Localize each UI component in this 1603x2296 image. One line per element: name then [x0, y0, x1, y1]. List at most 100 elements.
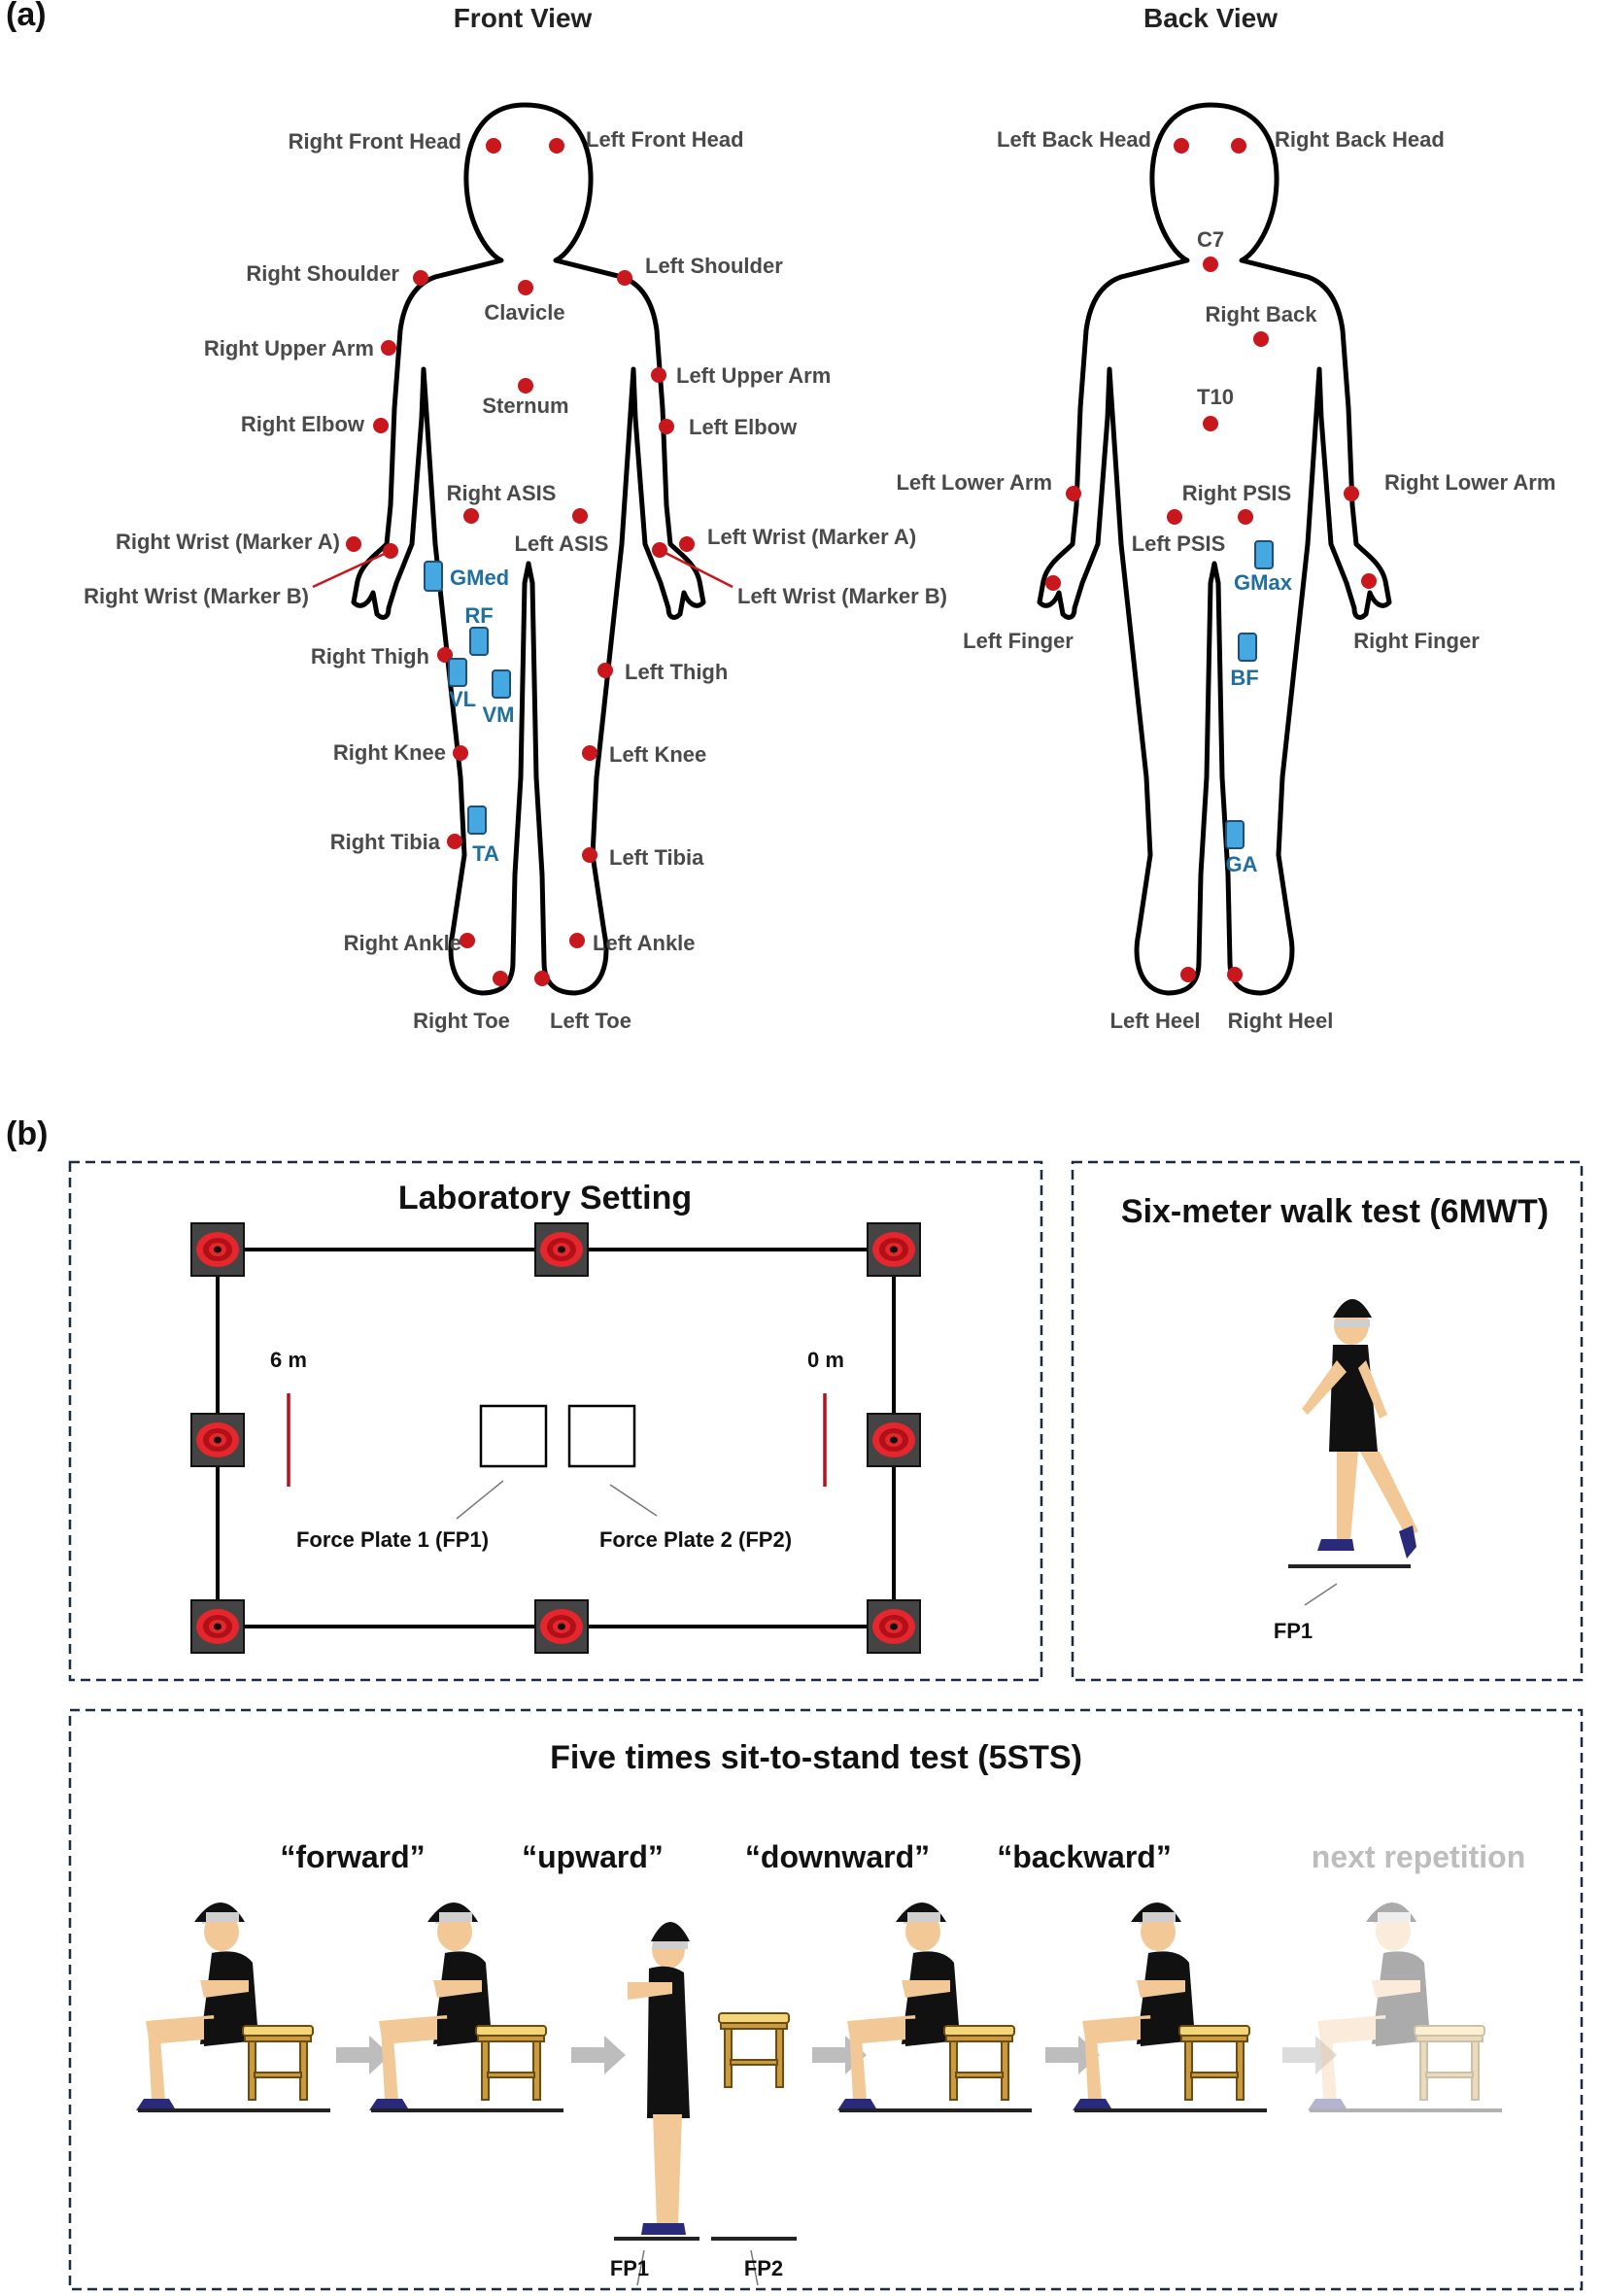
sensor-label-gmax: GMax: [1234, 570, 1293, 595]
sensor-label-bf: BF: [1230, 666, 1258, 690]
label-c7: C7: [1197, 227, 1224, 252]
camera-bottom-left: [190, 1599, 245, 1654]
label-right-wrist-b: Right Wrist (Marker B): [84, 584, 309, 608]
fp2-leader: [609, 1484, 658, 1517]
fp2-label: Force Plate 2 (FP2): [599, 1527, 792, 1552]
marker-t10: [1203, 416, 1218, 431]
sensor-ga: [1225, 820, 1245, 849]
sensor-ta: [467, 805, 487, 835]
marker-left-tibia: [582, 847, 597, 863]
sts-test-title: Five times sit-to-stand test (5STS): [550, 1739, 1082, 1776]
lab-setting-box: [68, 1160, 1043, 1682]
marker-right-heel: [1227, 967, 1243, 982]
marker-right-toe: [493, 971, 508, 986]
camera-bottom-right: [867, 1599, 921, 1654]
sts-fp1-label: FP1: [610, 2256, 649, 2280]
marker-left-ankle: [569, 933, 585, 948]
marker-left-finger: [1045, 575, 1061, 591]
sts-fp2-label: FP2: [744, 2256, 783, 2280]
marker-right-knee: [453, 745, 468, 761]
force-plate-1: [479, 1404, 548, 1468]
camera-middle-right: [867, 1413, 921, 1467]
label-left-back-head: Left Back Head: [997, 127, 1151, 152]
front-sensors: [424, 561, 511, 835]
sensor-vm: [492, 669, 511, 699]
sensor-label-vl: VL: [449, 687, 476, 711]
label-right-wrist-a: Right Wrist (Marker A): [116, 530, 340, 554]
label-left-upper-arm: Left Upper Arm: [676, 363, 831, 388]
label-left-thigh: Left Thigh: [625, 660, 728, 684]
leader-left-wrist-b: [659, 548, 733, 589]
front-labels: Right Front Head Left Front Head Right S…: [84, 127, 947, 1033]
sensor-label-ta: TA: [472, 841, 499, 866]
cameras: [190, 1222, 921, 1654]
marker-right-lower-arm: [1344, 486, 1359, 501]
sensor-vl: [448, 658, 467, 687]
label-right-back-head: Right Back Head: [1275, 127, 1445, 152]
sensor-label-gmed: GMed: [450, 565, 509, 590]
camera-top-right: [867, 1222, 921, 1277]
label-right-ankle: Right Ankle: [344, 931, 461, 955]
back-view-title: Back View: [1143, 3, 1278, 33]
sensor-label-ga: GA: [1226, 852, 1258, 876]
marker-right-ankle: [460, 933, 475, 948]
fp1-label: Force Plate 1 (FP1): [296, 1527, 489, 1552]
marker-sternum: [518, 378, 533, 394]
sensor-label-vm: VM: [483, 703, 515, 727]
label-sternum: Sternum: [482, 394, 568, 418]
sts-figure-next: [1308, 1902, 1502, 2112]
sensor-rf: [469, 627, 489, 656]
arrow-2: [571, 2036, 626, 2074]
label-left-heel: Left Heel: [1110, 1009, 1201, 1033]
label-right-thigh: Right Thigh: [311, 644, 429, 668]
back-body-outline: [1037, 102, 1392, 996]
command-upward: “upward”: [522, 1839, 664, 1874]
label-right-heel: Right Heel: [1228, 1009, 1334, 1033]
label-left-knee: Left Knee: [609, 742, 706, 767]
label-left-wrist-b: Left Wrist (Marker B): [737, 584, 947, 608]
label-left-finger: Left Finger: [963, 629, 1074, 653]
sts-figure-3: [837, 1902, 1032, 2112]
label-right-asis: Right ASIS: [447, 481, 557, 505]
marker-left-elbow: [659, 419, 674, 434]
label-right-lower-arm: Right Lower Arm: [1384, 470, 1555, 495]
label-left-psis: Left PSIS: [1132, 531, 1226, 556]
panel-a-label: (a): [6, 0, 47, 33]
mark-0m-label: 0 m: [807, 1348, 844, 1372]
front-view-title: Front View: [454, 3, 593, 33]
label-left-front-head: Left Front Head: [586, 127, 744, 152]
marker-right-elbow: [373, 418, 389, 433]
marker-left-front-head: [549, 138, 564, 154]
marker-right-shoulder: [413, 270, 428, 286]
lab-setting-title: Laboratory Setting: [398, 1180, 692, 1217]
marker-right-tibia: [447, 834, 462, 849]
sensor-label-rf: RF: [464, 603, 493, 628]
label-left-shoulder: Left Shoulder: [645, 254, 783, 278]
marker-left-back-head: [1174, 138, 1189, 154]
label-left-lower-arm: Left Lower Arm: [896, 470, 1052, 495]
label-right-front-head: Right Front Head: [289, 129, 461, 154]
command-forward: “forward”: [280, 1839, 425, 1874]
sts-figure-2: [369, 1902, 563, 2112]
walk-fp1-label: FP1: [1274, 1619, 1313, 1643]
command-downward: “downward”: [745, 1839, 930, 1874]
back-sensors: [1225, 540, 1274, 849]
sensor-gmed: [424, 561, 443, 592]
walk-test-box: [1071, 1160, 1584, 1682]
label-right-knee: Right Knee: [333, 740, 446, 765]
label-right-back: Right Back: [1206, 302, 1318, 326]
marker-right-finger: [1361, 573, 1377, 589]
sts-standing: [614, 1922, 797, 2241]
marker-right-back: [1253, 331, 1269, 347]
mark-6m-label: 6 m: [270, 1348, 307, 1372]
label-right-shoulder: Right Shoulder: [246, 261, 399, 286]
leader-right-wrist-b: [312, 549, 392, 589]
sensor-gmax: [1254, 540, 1274, 569]
marker-right-psis: [1238, 509, 1253, 525]
camera-middle-left: [190, 1413, 245, 1467]
marker-clavicle: [518, 280, 533, 295]
sts-test-box: [68, 1708, 1584, 2291]
front-sensor-labels: GMed RF VL VM TA: [449, 565, 515, 866]
capture-volume: [216, 1248, 896, 1628]
